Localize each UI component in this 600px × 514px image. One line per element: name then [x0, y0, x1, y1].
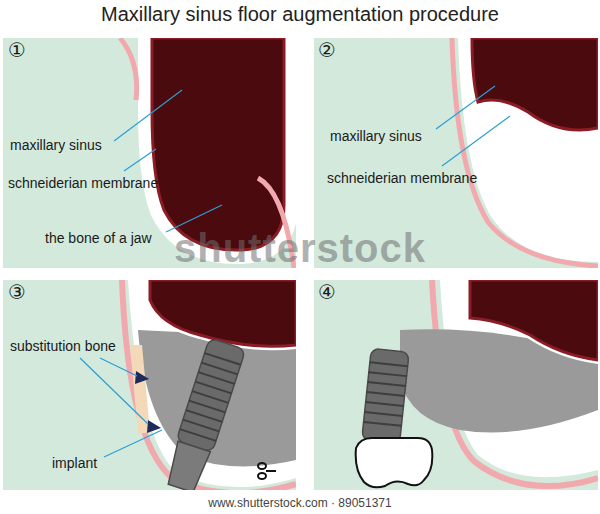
implant-symbol: [368, 382, 406, 386]
callout-number: ③: [8, 281, 26, 304]
sinus-panel-4: [470, 280, 598, 360]
suture-symbol: [258, 463, 266, 469]
part-label: maxillary sinus: [10, 137, 102, 153]
implant-symbol: [198, 372, 234, 384]
implant-symbol: [192, 391, 228, 403]
implant-symbol: [370, 362, 408, 366]
implant-symbol: [186, 410, 222, 422]
implant-symbol: [163, 338, 246, 490]
implant-symbol: [367, 392, 405, 396]
callout-number: ①: [8, 39, 26, 62]
leader-line: [124, 149, 156, 171]
part-label: the bone of a jaw: [45, 230, 152, 246]
implant-symbol: [164, 441, 210, 490]
implant-symbol: [180, 353, 241, 441]
leader-line: [114, 90, 182, 141]
implant-symbol: [364, 362, 408, 426]
implant-symbol: [362, 348, 409, 443]
leader-line: [104, 430, 162, 457]
sinus-panel-3: [150, 280, 296, 346]
implant-symbol: [366, 402, 404, 406]
suture-symbol: [266, 470, 276, 472]
implant-symbol: [205, 353, 241, 365]
sinus-panel-3: [122, 280, 296, 490]
panel-ground: [314, 280, 598, 490]
procedure-panel: ③ substitution bone implant: [3, 280, 296, 490]
sinus-panel-3: [130, 345, 150, 434]
implant-symbol: [364, 422, 402, 426]
implant-symbol: [180, 429, 216, 441]
sinus-panel-2: [458, 38, 598, 262]
part-label: maxillary sinus: [330, 128, 422, 144]
leader-line: [442, 116, 510, 166]
leader-line: [80, 358, 148, 424]
implant-symbol: [201, 363, 237, 375]
implant-symbol: [183, 420, 219, 432]
crown-symbol: [356, 438, 433, 487]
callout-number: ②: [318, 39, 336, 62]
sinus-panel-2: [452, 38, 598, 266]
watermark: shutterstock: [174, 226, 426, 271]
leader-line: [436, 86, 495, 129]
part-label: schneiderian membrane: [8, 175, 158, 191]
implant-symbol: [176, 338, 246, 452]
sinus-panel-4: [470, 280, 598, 360]
part-label: schneiderian membrane: [327, 170, 477, 186]
sinus-panel-3: [122, 280, 296, 490]
leader-line: [100, 358, 137, 376]
procedure-panel: ④: [314, 280, 598, 490]
sinus-panel-3: [150, 280, 296, 346]
sinus-panel-1: [152, 38, 284, 250]
suture-symbol: [258, 473, 266, 479]
sinus-panel-1: [152, 38, 284, 250]
title: Maxillary sinus floor augmentation proce…: [101, 3, 499, 26]
leader-line: [80, 86, 510, 457]
sinus-panel-1: [120, 38, 137, 100]
callout-number: ④: [318, 281, 336, 304]
sinus-panel-2: [472, 38, 598, 130]
implant-symbol: [362, 348, 409, 443]
panel-ground: [3, 280, 296, 490]
part-label: implant: [52, 455, 97, 471]
implant-symbol: [195, 382, 231, 394]
suture-symbol: [258, 463, 276, 479]
panel-ground: [3, 38, 598, 490]
sinus-panel-4: [356, 280, 598, 487]
implant-symbol: [365, 412, 403, 416]
implant-symbol: [369, 372, 407, 376]
implant-symbol: [189, 401, 225, 413]
sinus-panel-3: [138, 330, 296, 466]
sinus-panel-3: [135, 371, 149, 384]
source-note: www.shutterstock.com · 89051371: [204, 496, 395, 510]
sinus-panel-2: [452, 38, 598, 266]
part-label: substitution bone: [10, 338, 116, 354]
